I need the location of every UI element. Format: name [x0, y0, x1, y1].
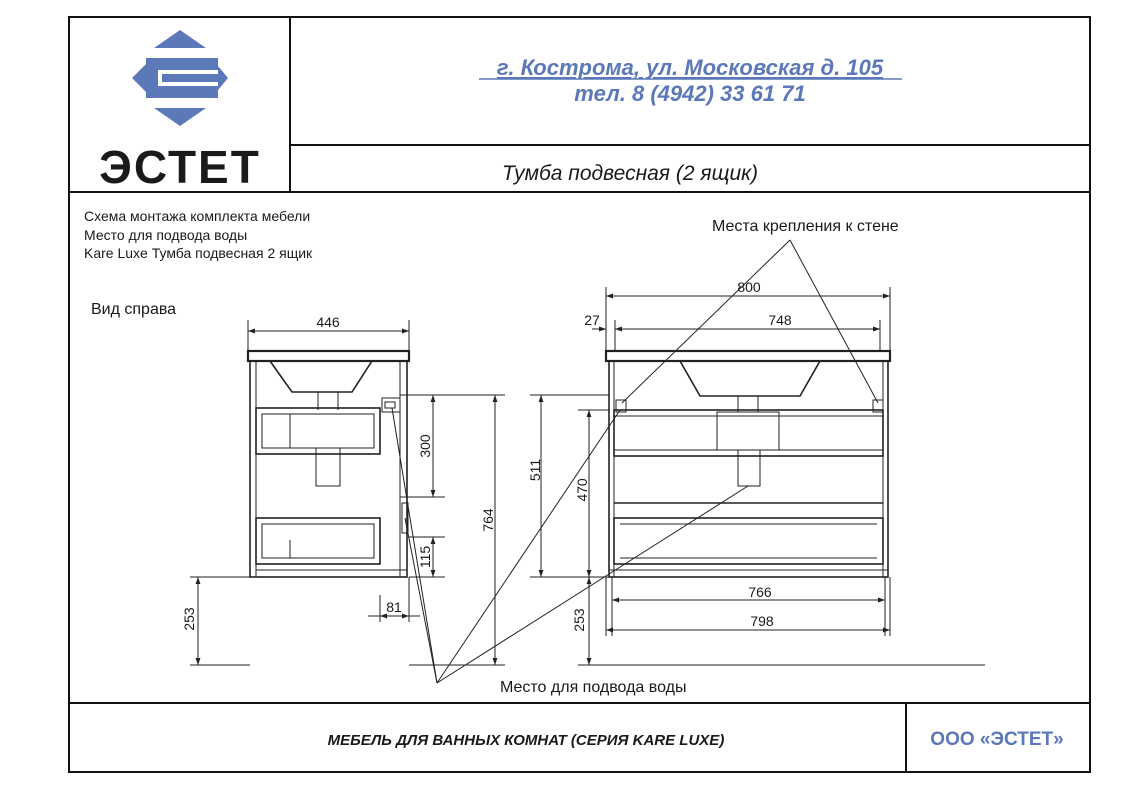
water-inlet-callout: Место для подвода воды — [500, 679, 686, 696]
dim-748: 748 — [768, 312, 792, 328]
wall-mount-callout: Места крепления к стене — [712, 218, 899, 235]
dim-764: 764 — [480, 508, 496, 532]
address-text: г. Кострома, ул. Московская д. 105 — [497, 55, 884, 80]
water-inlet-leader-lines — [391, 407, 749, 684]
dim-511: 511 — [527, 459, 543, 482]
sheet-frame — [68, 16, 1091, 773]
dim-253-front: 253 — [571, 608, 587, 632]
footer-series: МЕБЕЛЬ ДЛЯ ВАННЫХ КОМНАТ (СЕРИЯ KARE LUX… — [328, 732, 725, 749]
dim-253-side: 253 — [181, 607, 197, 631]
dim-300: 300 — [417, 434, 433, 458]
dim-115: 115 — [417, 546, 433, 569]
footer-company: ООО «ЭСТЕТ» — [930, 729, 1063, 750]
dim-470: 470 — [574, 478, 590, 502]
note-water: Место для подвода воды — [84, 227, 247, 243]
front-view-drawing — [604, 349, 892, 578]
logo-emblem-icon — [132, 30, 228, 126]
front-view-dimensions: 800 27 748 511 470 253 766 798 — [527, 279, 985, 666]
dim-800: 800 — [737, 279, 761, 295]
product-title: Тумба подвесная (2 ящик) — [502, 162, 758, 185]
side-view-drawing — [246, 349, 411, 578]
dim-446: 446 — [316, 314, 340, 330]
side-view-dimensions: 446 300 115 764 81 253 — [181, 314, 505, 666]
logo-wordmark: ЭСТЕТ — [99, 141, 261, 193]
dim-798: 798 — [750, 613, 774, 629]
wall-mount-leader-lines — [621, 239, 879, 404]
dim-27: 27 — [584, 312, 600, 328]
phone-text: тел. 8 (4942) 33 61 71 — [574, 81, 805, 106]
side-view-label: Вид справа — [91, 301, 176, 318]
note-scheme: Схема монтажа комплекта мебели — [84, 208, 310, 224]
dim-81: 81 — [386, 599, 402, 615]
note-model: Kare Luxe Тумба подвесная 2 ящик — [84, 245, 313, 261]
dim-766: 766 — [748, 584, 772, 600]
company-logo: ЭСТЕТ — [99, 30, 261, 193]
